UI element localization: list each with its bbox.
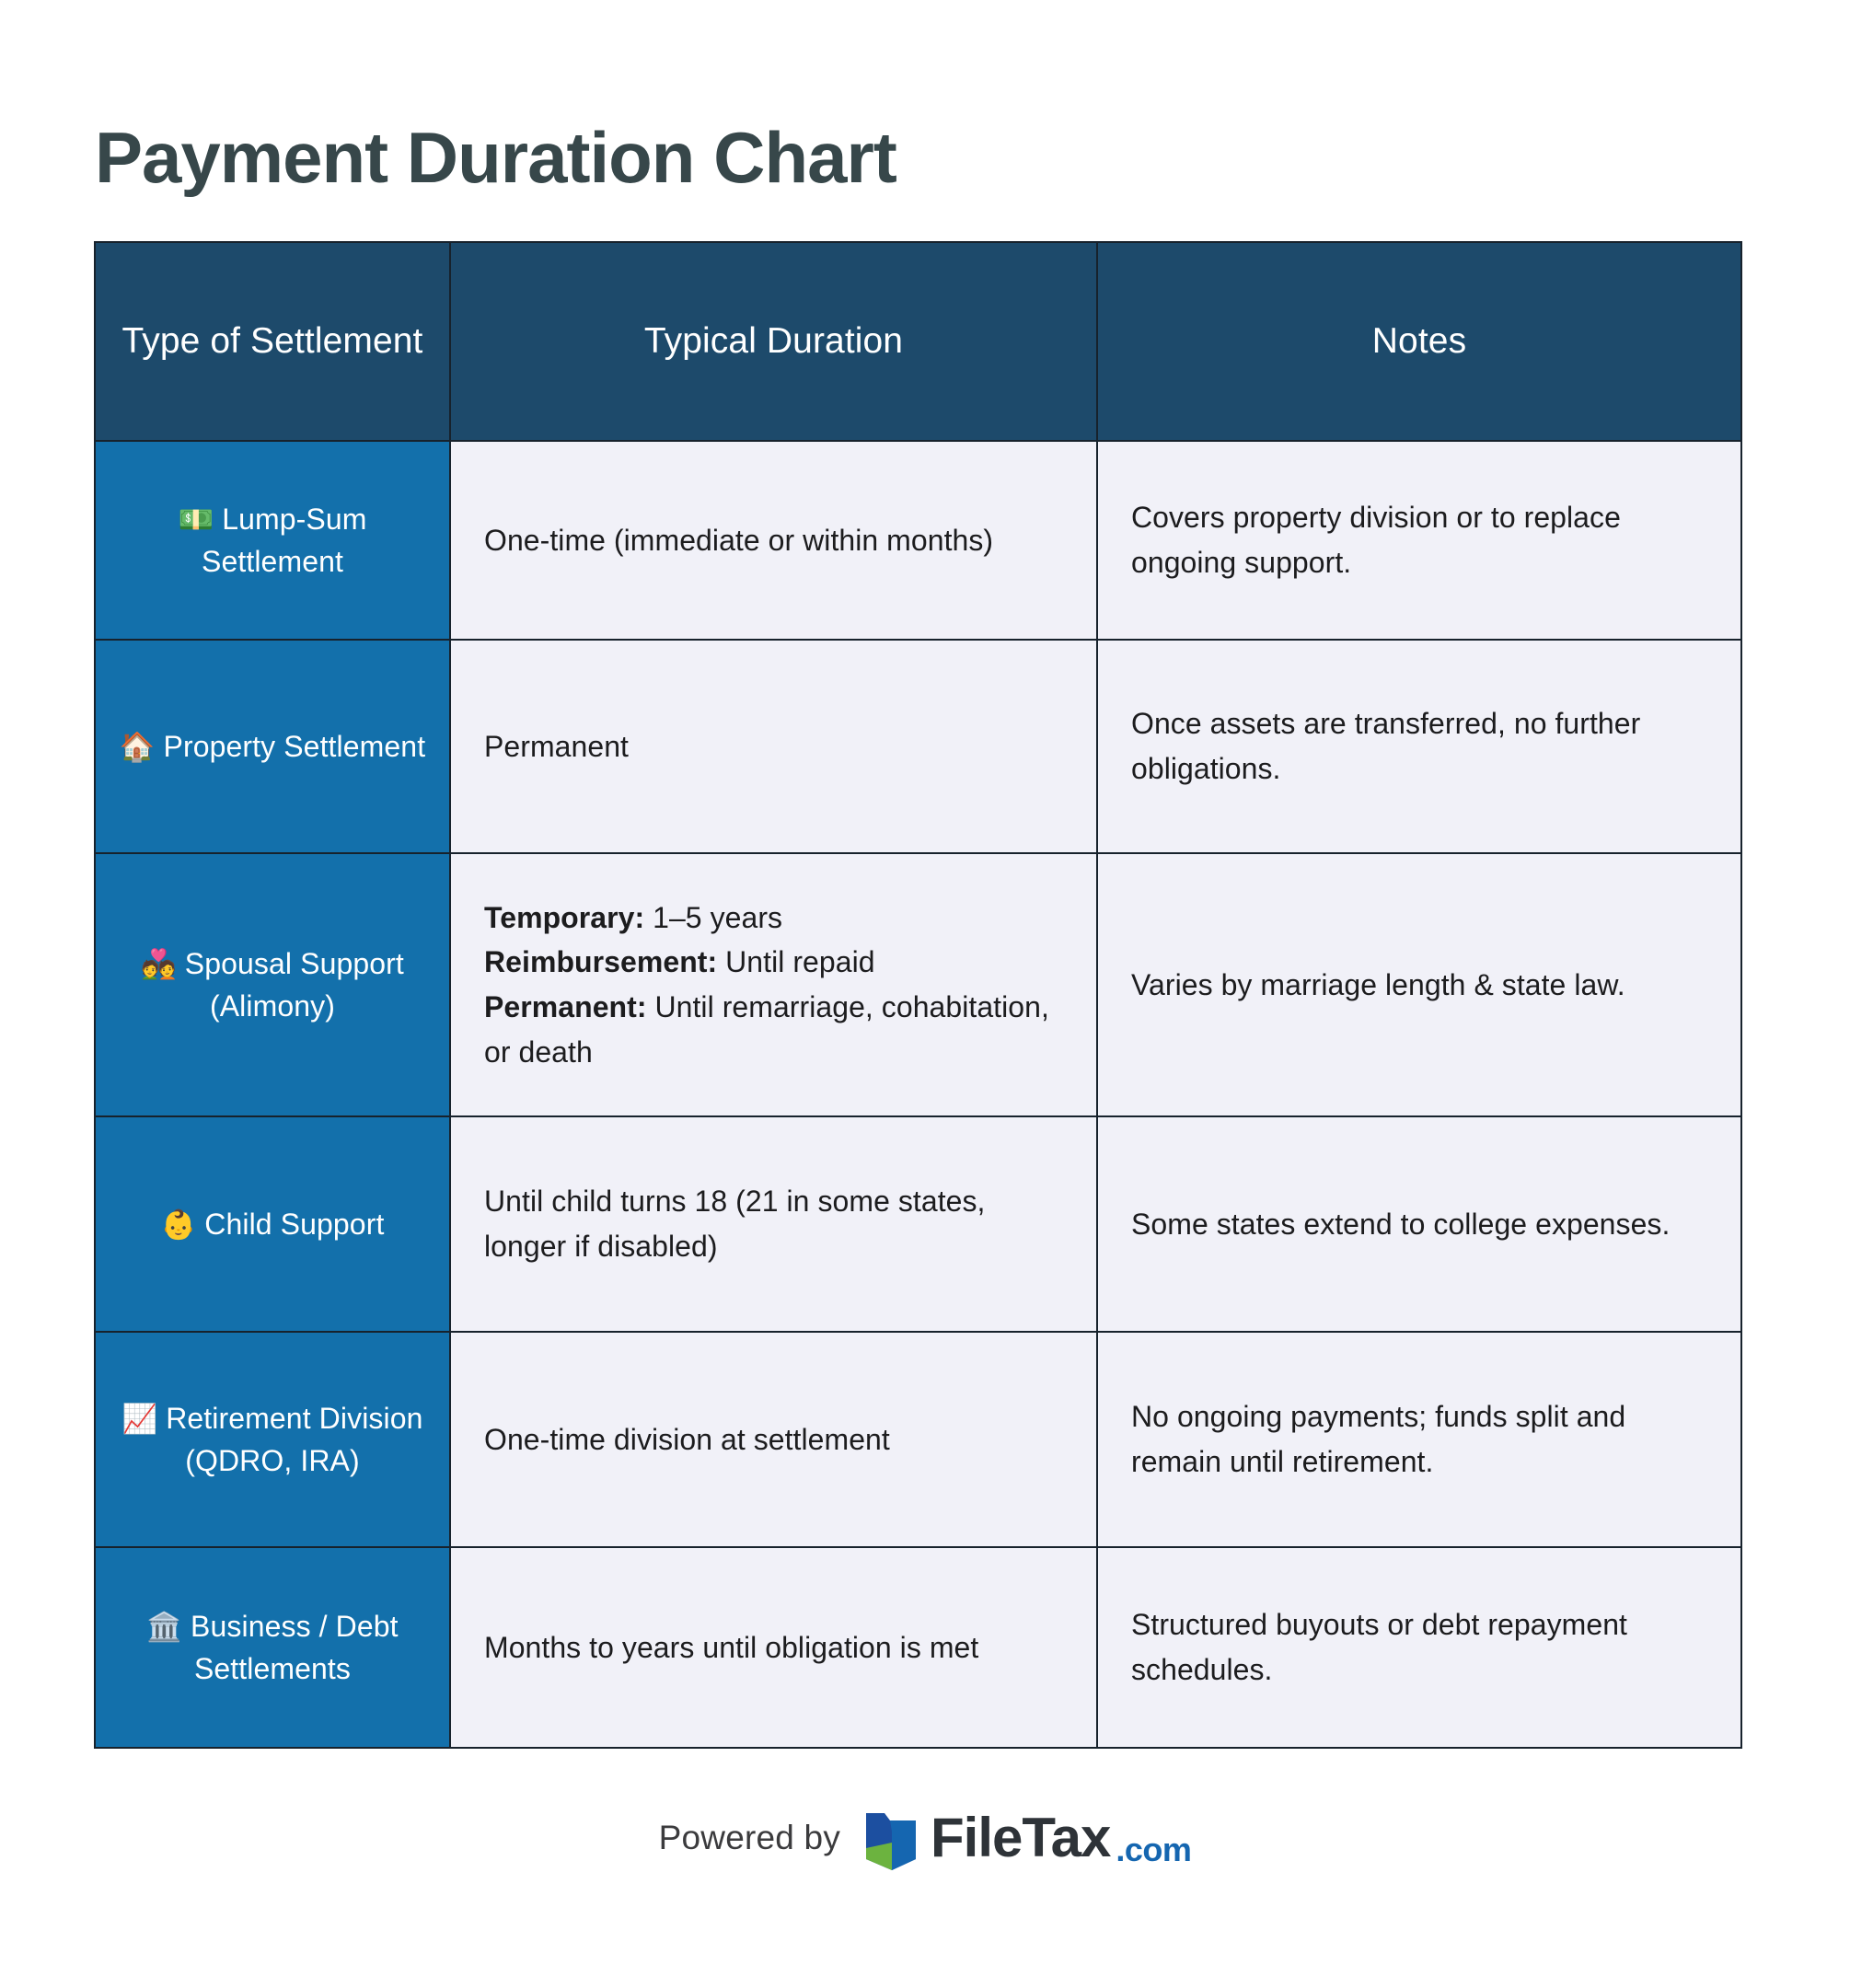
column-header-notes: Notes — [1096, 241, 1742, 442]
filetax-brand-tld: .com — [1116, 1831, 1192, 1868]
notes-text: Structured buyouts or debt repayment sch… — [1131, 1608, 1627, 1686]
typical-duration-text: Permanent — [484, 729, 629, 763]
notes-text: Varies by marriage length & state law. — [1131, 967, 1625, 1001]
typical-duration-text: Months to years until obligation is met — [484, 1630, 979, 1664]
notes-text: Covers property division or to replace o… — [1131, 501, 1621, 579]
typical-duration-cell: One-time (immediate or within months) — [449, 440, 1098, 641]
notes-cell: Covers property division or to replace o… — [1096, 440, 1742, 641]
column-header-typical-duration: Typical Duration — [449, 241, 1098, 442]
notes-text: Some states extend to college expenses. — [1131, 1207, 1671, 1241]
header-row: Type of Settlement Typical Duration Note… — [94, 241, 1742, 442]
table-row: 🏛️ Business / Debt Settlements Months to… — [94, 1546, 1742, 1749]
settlement-type-label: Spousal Support (Alimony) — [184, 946, 404, 1023]
typical-duration-cell: Months to years until obligation is met — [449, 1546, 1098, 1749]
chart-increasing-icon: 📈 — [121, 1402, 158, 1435]
notes-text: Once assets are transferred, no further … — [1131, 707, 1641, 785]
filetax-logo[interactable]: FileTax .com — [864, 1806, 1192, 1870]
table-row: 📈 Retirement Division (QDRO, IRA) One-ti… — [94, 1331, 1742, 1548]
settlement-type-content: 🏠 Property Settlement — [96, 712, 449, 780]
settlement-type-label: Retirement Division (QDRO, IRA) — [166, 1401, 423, 1477]
settlement-type-cell: 🏛️ Business / Debt Settlements — [94, 1546, 451, 1749]
table-row: 👶 Child Support Until child turns 18 (21… — [94, 1115, 1742, 1333]
filetax-folder-icon — [866, 1813, 917, 1870]
column-header-notes-label: Notes — [1371, 321, 1467, 362]
settlement-type-content: 💑 Spousal Support (Alimony) — [96, 930, 449, 1041]
baby-icon: 👶 — [160, 1208, 197, 1241]
powered-by-label: Powered by — [658, 1819, 841, 1856]
couple-with-heart-icon: 💑 — [141, 947, 177, 980]
typical-duration-cell: One-time division at settlement — [449, 1331, 1098, 1548]
table-row: 💑 Spousal Support (Alimony) Temporary: 1… — [94, 852, 1742, 1117]
notes-cell: Some states extend to college expenses. — [1096, 1115, 1742, 1333]
settlement-type-cell: 💵 Lump-Sum Settlement — [94, 440, 451, 641]
typical-duration-cell: Permanent — [449, 639, 1098, 854]
settlement-type-label: Business / Debt Settlements — [191, 1609, 399, 1685]
footer: Powered by FileTax .com — [0, 1806, 1850, 1870]
settlement-type-cell: 👶 Child Support — [94, 1115, 451, 1333]
settlement-type-content: 👶 Child Support — [96, 1190, 449, 1258]
house-icon: 🏠 — [119, 730, 156, 763]
table-row: 🏠 Property Settlement Permanent Once ass… — [94, 639, 1742, 854]
banknote-icon: 💵 — [178, 503, 214, 536]
column-header-typical-duration-label: Typical Duration — [643, 321, 904, 362]
typical-duration-cell: Until child turns 18 (21 in some states,… — [449, 1115, 1098, 1333]
settlement-type-cell: 📈 Retirement Division (QDRO, IRA) — [94, 1331, 451, 1548]
filetax-brand-name: FileTax — [931, 1807, 1111, 1868]
notes-cell: Once assets are transferred, no further … — [1096, 639, 1742, 854]
notes-cell: Varies by marriage length & state law. — [1096, 852, 1742, 1117]
settlement-type-content: 🏛️ Business / Debt Settlements — [96, 1592, 449, 1704]
settlement-type-label: Child Support — [204, 1207, 385, 1241]
settlement-type-label: Lump-Sum Settlement — [202, 502, 367, 578]
notes-cell: No ongoing payments; funds split and rem… — [1096, 1331, 1742, 1548]
settlement-type-cell: 💑 Spousal Support (Alimony) — [94, 852, 451, 1117]
settlement-type-content: 💵 Lump-Sum Settlement — [96, 485, 449, 596]
typical-duration-text: Until child turns 18 (21 in some states,… — [484, 1185, 986, 1263]
table-body: 💵 Lump-Sum Settlement One-time (immediat… — [94, 440, 1742, 1749]
settlement-type-content: 📈 Retirement Division (QDRO, IRA) — [96, 1384, 449, 1496]
notes-text: No ongoing payments; funds split and rem… — [1131, 1400, 1626, 1478]
column-header-type-of-settlement-label: Type of Settlement — [121, 321, 423, 362]
notes-cell: Structured buyouts or debt repayment sch… — [1096, 1546, 1742, 1749]
table-header: Type of Settlement Typical Duration Note… — [94, 241, 1742, 442]
page-title: Payment Duration Chart — [95, 117, 897, 199]
payment-duration-table-container: Type of Settlement Typical Duration Note… — [94, 241, 1742, 1749]
settlement-type-cell: 🏠 Property Settlement — [94, 639, 451, 854]
settlement-type-label: Property Settlement — [163, 729, 426, 763]
payment-duration-table: Type of Settlement Typical Duration Note… — [94, 241, 1742, 1749]
typical-duration-text: One-time division at settlement — [484, 1422, 890, 1456]
typical-duration-text: One-time (immediate or within months) — [484, 523, 994, 557]
column-header-type-of-settlement: Type of Settlement — [94, 241, 451, 442]
table-row: 💵 Lump-Sum Settlement One-time (immediat… — [94, 440, 1742, 641]
classical-building-icon: 🏛️ — [146, 1610, 183, 1643]
